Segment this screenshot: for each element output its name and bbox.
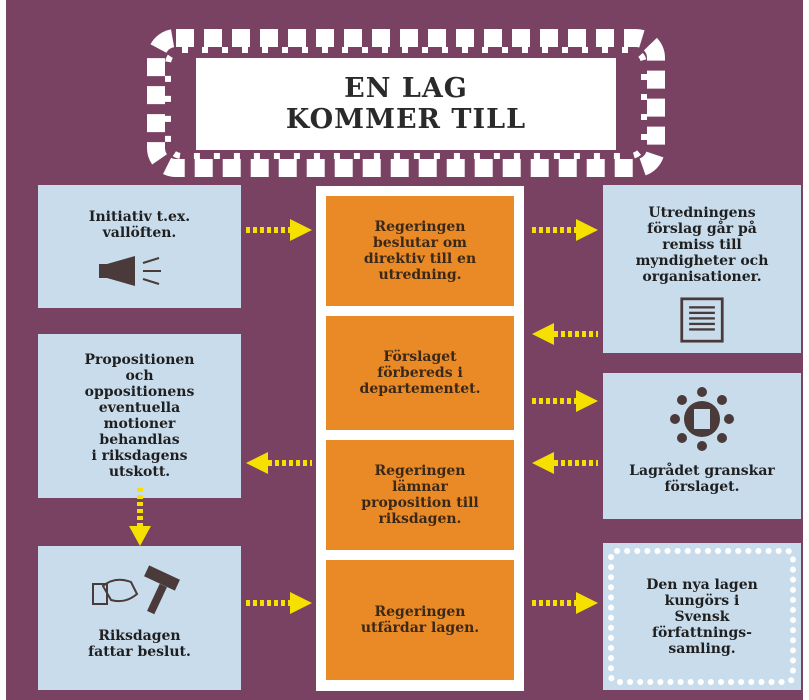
council-icon (670, 387, 734, 451)
arrow-right-5 (532, 592, 598, 614)
box-publication-text: Den nya lagen kungörs i Svensk författni… (646, 576, 758, 657)
arrow-right-2 (532, 219, 598, 241)
box-publication: Den nya lagen kungörs i Svensk författni… (603, 543, 801, 690)
box-committee-text: Propositionen och oppositionens eventuel… (84, 352, 195, 480)
step-promulgate-text: Regeringen utfärdar lagen. (360, 604, 480, 636)
title-box: EN LAG KOMMER TILL (196, 58, 616, 150)
box-referral: Utredningens förslag går på remiss till … (603, 185, 801, 353)
infographic-canvas: EN LAG KOMMER TILL Initiativ t.ex. vallö… (6, 0, 803, 700)
step-ministry: Förslaget förbereds i departementet. (326, 316, 514, 430)
arrow-down-1 (129, 488, 151, 546)
box-council: Lagrådet granskar förslaget. (603, 373, 801, 519)
arrow-left-2 (532, 452, 598, 474)
step-proposition-text: Regeringen lämnar proposition till riksd… (361, 463, 479, 527)
title-line-2: KOMMER TILL (285, 104, 527, 135)
step-ministry-text: Förslaget förbereds i departementet. (359, 349, 481, 397)
arrow-right-4 (246, 592, 312, 614)
box-referral-text: Utredningens förslag går på remiss till … (635, 205, 769, 285)
document-icon (680, 297, 724, 343)
box-committee: Propositionen och oppositionens eventuel… (38, 334, 241, 498)
arrow-right-3 (532, 390, 598, 412)
arrow-left-3 (246, 452, 312, 474)
step-proposition: Regeringen lämnar proposition till riksd… (326, 440, 514, 550)
box-parliament-decision-text: Riksdagen fattar beslut. (88, 628, 191, 660)
gavel-icon (91, 565, 180, 615)
arrow-right-1 (246, 219, 312, 241)
title-line-1: EN LAG (344, 73, 468, 104)
step-directive: Regeringen beslutar om direktiv till en … (326, 196, 514, 306)
step-directive-text: Regeringen beslutar om direktiv till en … (363, 219, 477, 283)
step-promulgate: Regeringen utfärdar lagen. (326, 560, 514, 680)
dotted-border (608, 548, 796, 685)
box-initiative: Initiativ t.ex. vallöften. (38, 185, 241, 308)
arrow-left-1 (532, 323, 598, 345)
box-parliament-decision: Riksdagen fattar beslut. (38, 546, 241, 690)
megaphone-icon (98, 256, 161, 286)
box-council-text: Lagrådet granskar förslaget. (629, 463, 775, 495)
box-initiative-text: Initiativ t.ex. vallöften. (88, 209, 191, 241)
title-scroll-frame (147, 29, 665, 177)
